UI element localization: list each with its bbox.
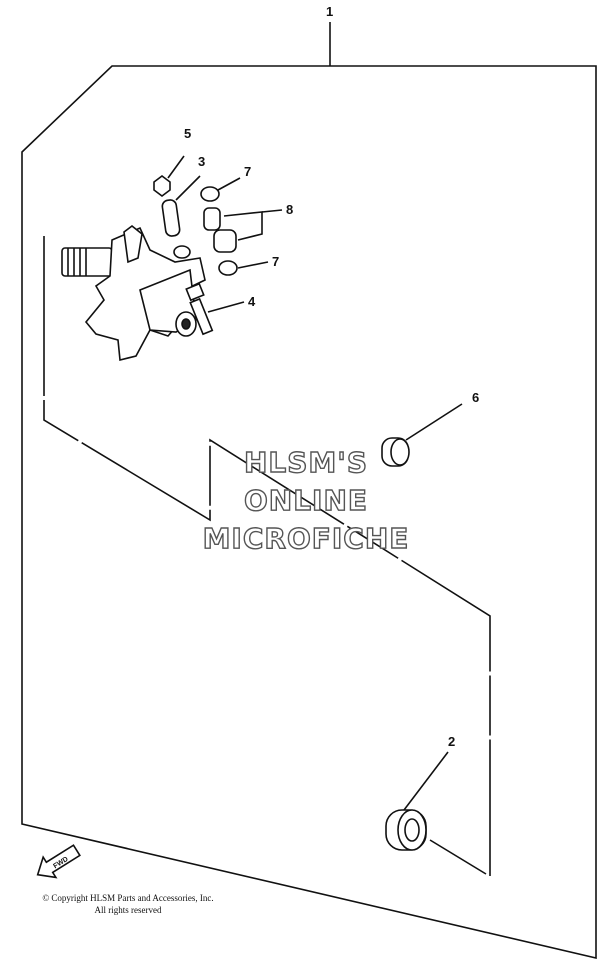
callout-8: 8 bbox=[286, 202, 293, 217]
part-5-nut bbox=[153, 175, 171, 197]
watermark-line-1: HLSM'S bbox=[243, 445, 369, 479]
copyright-notice: © Copyright HLSM Parts and Accessories, … bbox=[18, 892, 238, 916]
part-3-pin bbox=[161, 199, 181, 237]
callout-7-upper: 7 bbox=[244, 164, 251, 179]
watermark-line-3: MICROFICHE bbox=[202, 521, 410, 555]
callout-2: 2 bbox=[448, 734, 455, 749]
group-outline bbox=[43, 236, 491, 876]
kit-boundary bbox=[21, 65, 597, 960]
callout-1: 1 bbox=[326, 4, 333, 19]
part-8-bushing-a bbox=[203, 207, 221, 231]
part-4-bolt bbox=[185, 282, 214, 336]
callout-7-lower: 7 bbox=[272, 254, 279, 269]
part-6-collar bbox=[381, 437, 410, 467]
fwd-arrow-icon: FWD bbox=[36, 844, 81, 879]
copyright-line-2: All rights reserved bbox=[94, 905, 162, 915]
callout-3: 3 bbox=[198, 154, 205, 169]
impeller-hub-assembly bbox=[61, 224, 206, 362]
part-7-washer-lower bbox=[218, 260, 238, 276]
part-7-washer-upper bbox=[200, 186, 220, 202]
callout-4: 4 bbox=[248, 294, 256, 309]
copyright-line-1: © Copyright HLSM Parts and Accessories, … bbox=[42, 893, 214, 903]
callout-6: 6 bbox=[472, 390, 479, 405]
part-8-bushing-b bbox=[213, 229, 237, 253]
part-2-seal bbox=[385, 809, 427, 851]
watermark-line-2: ONLINE bbox=[243, 483, 369, 517]
callout-5: 5 bbox=[184, 126, 191, 141]
